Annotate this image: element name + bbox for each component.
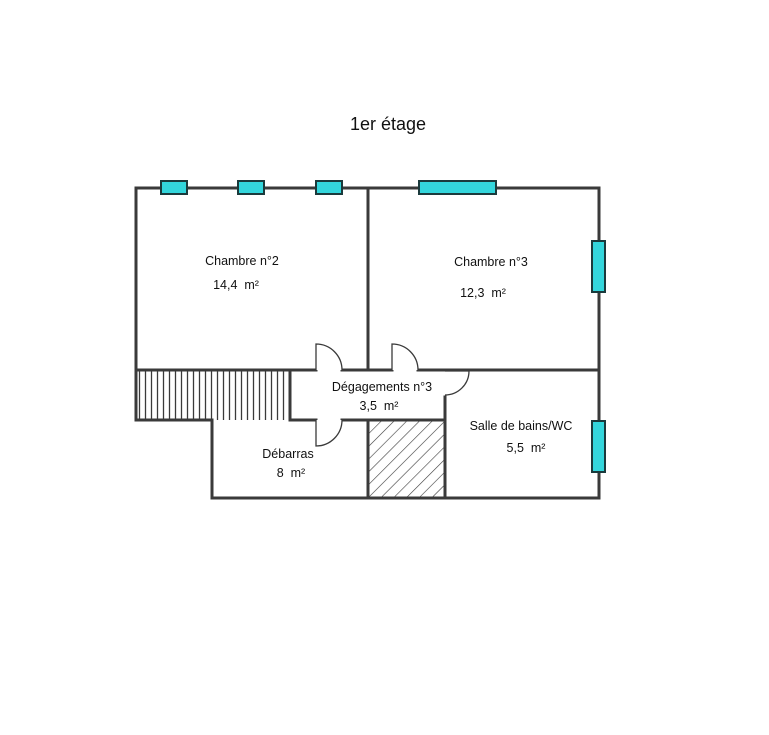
room-chambre-3: Chambre n°3 12,3 m² [454, 255, 528, 300]
room-salle-de-bains: Salle de bains/WC 5,5 m² [470, 419, 573, 455]
door-debarras [315, 419, 343, 447]
door-chambre-2 [315, 343, 343, 371]
wall [134, 186, 601, 500]
room-name: Dégagements n°3 [332, 380, 432, 394]
room-degagements-3: Dégagements n°3 3,5 m² [332, 380, 432, 413]
plan-title: 1er étage [350, 114, 426, 134]
room-debarras: Débarras 8 m² [262, 447, 313, 480]
room-name: Salle de bains/WC [470, 419, 573, 433]
windows [160, 180, 606, 473]
window [237, 180, 265, 195]
room-area: 5,5 m² [507, 441, 546, 455]
room-name: Débarras [262, 447, 313, 461]
hatched-void [368, 420, 445, 497]
staircase [136, 370, 290, 420]
room-area: 3,5 m² [360, 399, 399, 413]
room-chambre-2: Chambre n°2 14,4 m² [205, 254, 279, 292]
window [160, 180, 188, 195]
room-area: 8 m² [277, 466, 305, 480]
window [591, 240, 606, 293]
window [418, 180, 497, 195]
window [591, 420, 606, 473]
walls [134, 186, 601, 500]
door-salle-de-bains [444, 370, 470, 396]
doors [315, 343, 470, 447]
room-area: 14,4 m² [213, 278, 259, 292]
room-name: Chambre n°3 [454, 255, 528, 269]
room-area: 12,3 m² [460, 286, 506, 300]
room-name: Chambre n°2 [205, 254, 279, 268]
door-chambre-3 [391, 343, 419, 371]
window [315, 180, 343, 195]
